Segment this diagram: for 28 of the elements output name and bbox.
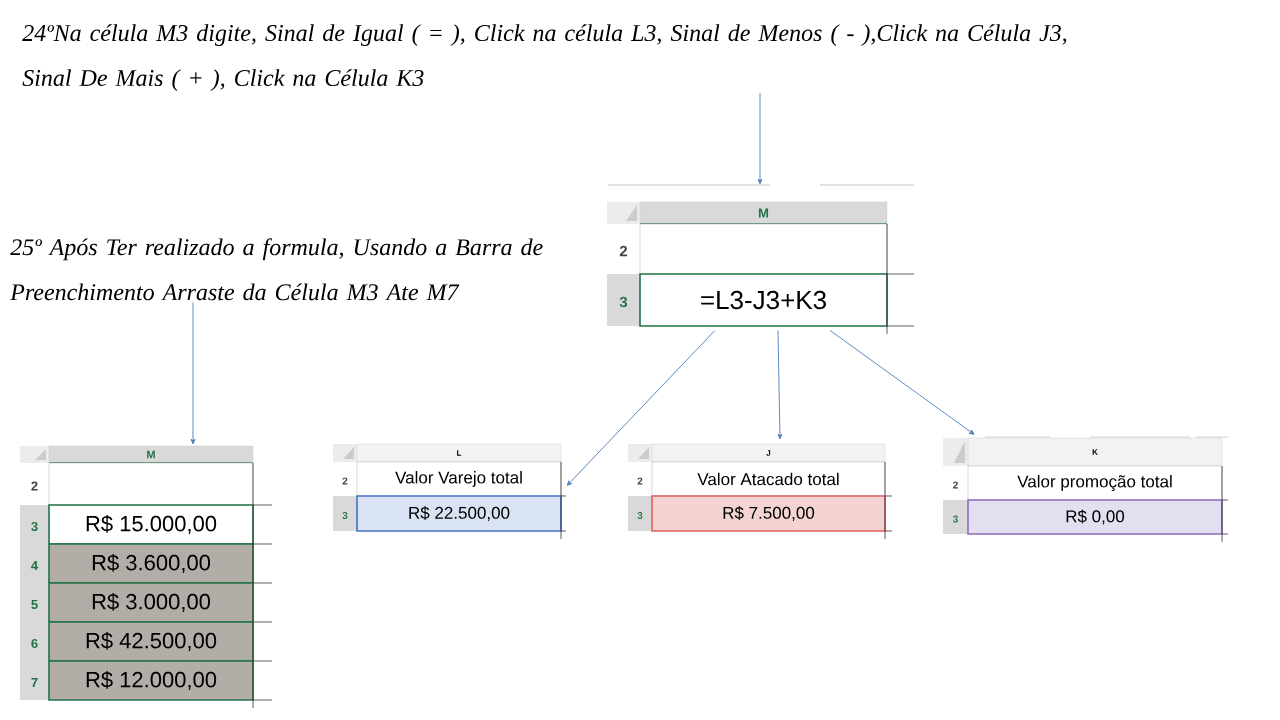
spreadsheet-cell: R$ 3.600,00 [48, 543, 254, 584]
row-header: 3 [628, 496, 652, 531]
spreadsheet-cell: R$ 3.000,00 [48, 582, 254, 623]
arrow [829, 329, 975, 435]
column-header: L [356, 443, 562, 463]
arrow [566, 329, 716, 486]
spreadsheet-cell: Valor promoção total [967, 465, 1223, 501]
spreadsheet-cell: R$ 0,00 [967, 499, 1223, 535]
spreadsheet-cell: R$ 12.000,00 [48, 660, 254, 701]
column-header: M [639, 201, 888, 225]
row-header: 3 [20, 505, 49, 544]
row-header: 3 [607, 274, 640, 326]
spreadsheet-cell: R$ 42.500,00 [48, 621, 254, 662]
row-header: 3 [333, 496, 357, 531]
instruction-text: 25º Após Ter realizado a formula, Usando a Barra de Preenchimento Arraste da Célula M3 Ate M7 [10, 238, 543, 301]
column-header: J [651, 443, 886, 463]
spreadsheet-cell: R$ 7.500,00 [651, 495, 886, 532]
arrow [190, 302, 196, 445]
arrow [757, 92, 763, 185]
instruction-text: 24ºNa célula M3 digite, Sinal de Igual ( = ), Click na célula L3, Sinal de Menos ( - ),Click na Célula J3, Sinal De Mais ( + ), Click na Célula K3 [22, 24, 1067, 91]
column-header: K [967, 437, 1223, 467]
spreadsheet-cell: =L3-J3+K3 [639, 273, 888, 327]
spreadsheet-cell: R$ 22.500,00 [356, 495, 562, 532]
row-header: 4 [20, 544, 49, 583]
spreadsheet-cell: Valor Atacado total [651, 461, 886, 497]
arrow [777, 329, 783, 440]
spreadsheet-cell: Valor Varejo total [356, 461, 562, 497]
spreadsheet-cell: R$ 15.000,00 [48, 504, 254, 545]
